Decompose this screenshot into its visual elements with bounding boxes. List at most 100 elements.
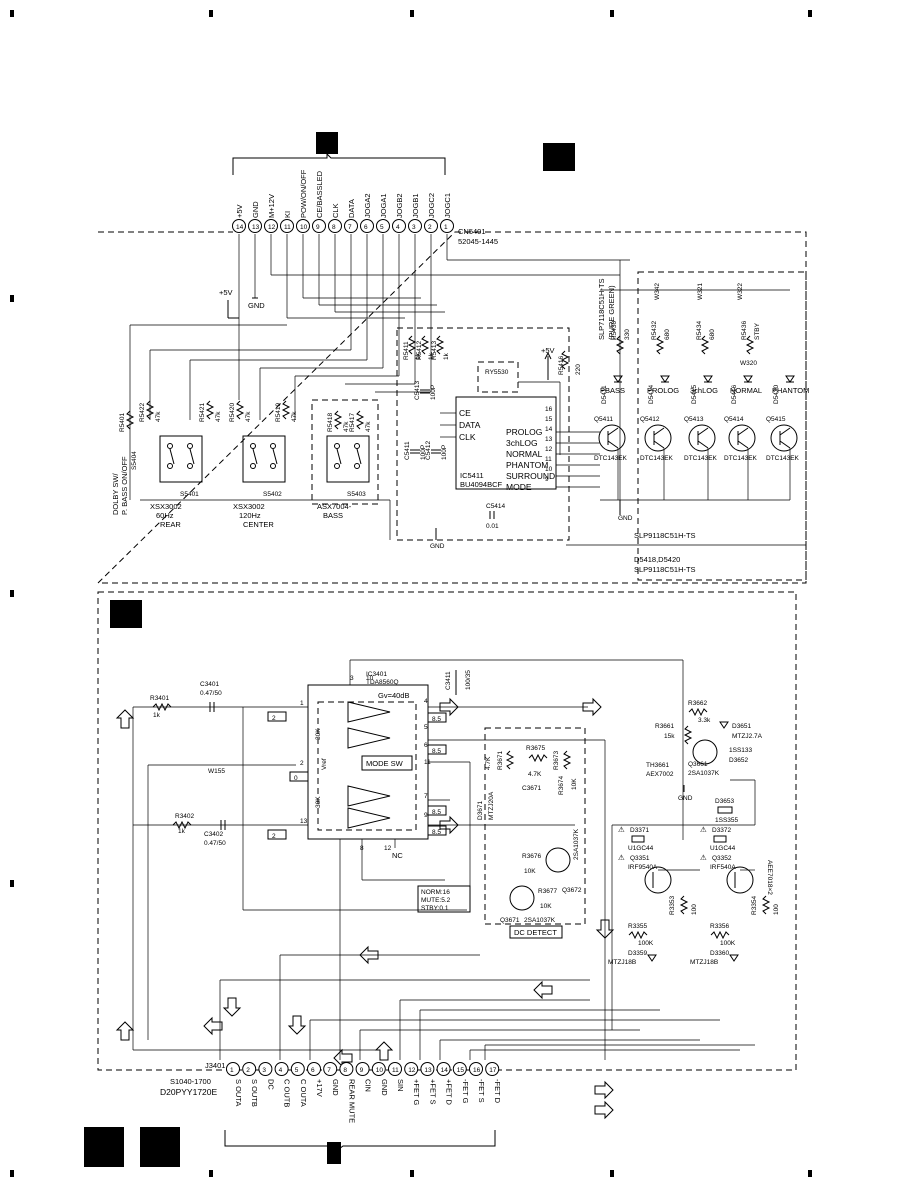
cn5401-pin-8: [328, 219, 342, 233]
cn5401-pin-label: JOGA1: [379, 193, 388, 218]
led-bottom-3: SLP9118C51H-TS: [634, 565, 696, 574]
ic5411-right-pin: 3chLOG: [506, 438, 538, 448]
j3401-part2: D20PYY1720E: [160, 1087, 218, 1097]
r3356-ref: R3356: [710, 923, 730, 930]
zener-d3651: [719, 721, 729, 729]
switch-label-2: CENTER: [243, 520, 274, 529]
ry5530-box: [477, 361, 519, 393]
cn5401-pin-14: [232, 219, 246, 233]
switch-label-1: 120Hz: [239, 511, 261, 520]
r3355-body: [628, 930, 648, 940]
cn5401-pin-num: 2: [428, 224, 432, 231]
cn5401-pin-label: M+12V: [267, 194, 276, 218]
d3360-body: [729, 954, 739, 962]
j3401-pin-num: 4: [279, 1067, 283, 1074]
side-sw-ref: S5404: [131, 451, 138, 470]
ic-side-res-val: 1k: [415, 352, 422, 360]
ic5411-pin-num: 15: [545, 416, 553, 423]
d1ss133-label: 1SS133: [729, 747, 753, 754]
transistor-q5415: [770, 424, 798, 452]
arrow-down-a: [287, 1015, 307, 1035]
switch-lever: [189, 448, 195, 465]
led-diode: [613, 375, 623, 383]
cn5401-pin-label: GND: [251, 201, 260, 218]
resistor-r5416: [560, 350, 570, 370]
cn5401-pin-label: JOGC2: [427, 193, 436, 218]
led-bottom-1: SLP9118C51H-TS: [634, 531, 696, 540]
switch-ref: S5401: [180, 491, 199, 498]
transistor-part: DTC143EK: [594, 455, 628, 462]
arrow-left-a: [359, 945, 379, 965]
jumper-wire: W320: [740, 360, 757, 367]
resistor-r3402: [172, 820, 192, 830]
r3355-ref: R3355: [628, 923, 648, 930]
j3401-pin-label: C OUTA: [299, 1079, 308, 1107]
transistor-collector: [653, 427, 665, 436]
r3402-val: 1k: [178, 828, 186, 835]
ic5411-pin-num: 11: [545, 456, 552, 463]
led-label: PHANTOM: [772, 386, 809, 395]
voltage-box: [427, 744, 447, 755]
upper-bus-wires: [129, 234, 630, 540]
led-diode: [785, 375, 795, 383]
cn5401-pin-label: DATA: [347, 199, 356, 218]
r3677-val: 10K: [540, 903, 552, 910]
led-ref: D5415: [691, 384, 698, 404]
led-res-val: 680: [664, 329, 671, 340]
transistor-q5411: [598, 424, 626, 452]
j3401-pin-label: C OUTB: [283, 1079, 292, 1107]
r3675-val: 4.7K: [528, 771, 542, 778]
r3673-ref: R3673: [553, 750, 560, 770]
j3401-pin-label: +FET S: [428, 1079, 437, 1105]
cn5401-pin-num: 13: [252, 224, 260, 231]
r3676-ref: R3676: [522, 853, 542, 860]
q3671-ref: Q3671: [500, 917, 520, 924]
c3401-ref: C3401: [200, 681, 220, 688]
ic3401-pin-num: 11: [424, 759, 431, 766]
voltage-box-label: 2: [272, 715, 276, 722]
resistor-ref: R5422: [139, 402, 146, 422]
gnd-label-c: GND: [618, 515, 633, 522]
j3401-pin-num: 2: [246, 1067, 250, 1074]
resistor-ref: R5421: [199, 402, 206, 422]
j3401-pin-14: [436, 1062, 451, 1076]
led-label: PBASS: [600, 386, 625, 395]
j3401-pin-2: [242, 1062, 257, 1076]
ic3401-pin-num: 4: [424, 698, 428, 705]
ic5411-right-pin: PROLOG: [506, 427, 542, 437]
r3674-val: 10K: [571, 778, 578, 790]
transistor-emitter: [607, 440, 619, 449]
j3401-pin-num: 8: [343, 1067, 347, 1074]
j3401-pin-11: [388, 1062, 402, 1076]
resistor-r5417: [355, 410, 365, 430]
cn5401-pin-num: 5: [380, 224, 384, 231]
switch-lever: [252, 448, 258, 465]
led-res-ref: R5430: [611, 320, 618, 340]
ic5411-dashed-area: [396, 327, 570, 541]
d3371-ref: D3371: [630, 827, 650, 834]
switch-label-2: REAR: [160, 520, 181, 529]
transistor-collector: [697, 427, 709, 436]
mode-sw-box: [361, 755, 413, 771]
th3661-ref: TH3661: [646, 762, 670, 769]
j3401-pin-label: GND: [331, 1079, 340, 1096]
cn5401-pin-label: CE/BASSLED: [315, 170, 324, 218]
r3661-val: 15k: [664, 733, 675, 740]
ic5411-ref: IC5411: [460, 471, 484, 480]
ic5411-left-pin: CLK: [459, 432, 476, 442]
ic3401-ref: IC3401: [366, 671, 387, 678]
cn5401-pin-num: 3: [412, 224, 416, 231]
led-res-ref: R5436: [741, 320, 748, 340]
r3662-ref: R3662: [688, 700, 708, 707]
j3401-pin-num: 15: [457, 1067, 465, 1074]
switch-label-1: 60Hz: [156, 511, 174, 520]
ic3401-gain: Gv=40dB: [378, 691, 409, 700]
transistor-q5412: [644, 424, 672, 452]
r3353-ref: R3353: [669, 895, 676, 915]
switch-contact: [270, 463, 276, 469]
r3354-val: 100: [773, 904, 780, 915]
switch-contact: [334, 463, 340, 469]
j3401-pin-3: [258, 1062, 273, 1076]
q3661-val: 2SA1037K: [688, 770, 720, 777]
